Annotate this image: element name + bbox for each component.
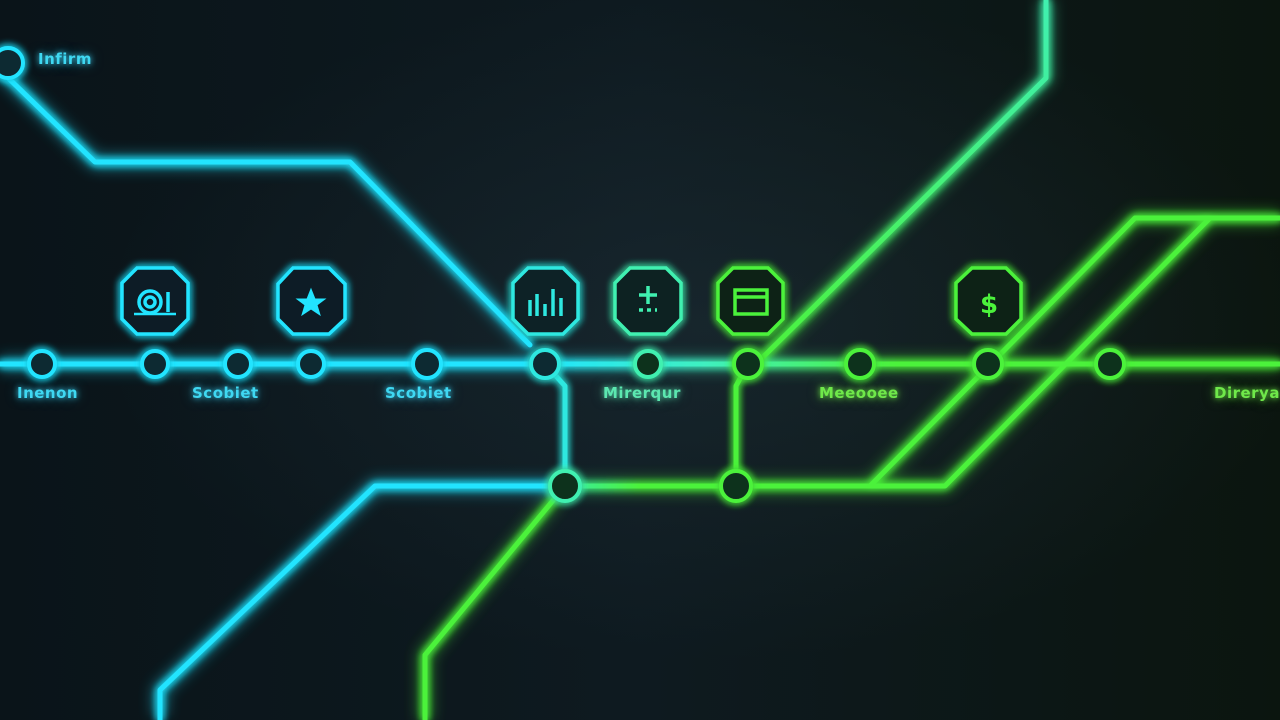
station-layer [0, 46, 1126, 503]
lower-left-cyan-line [157, 483, 568, 720]
station-node-7[interactable] [633, 349, 663, 379]
label-station-5: Meeooee [819, 384, 899, 402]
station-node-lower-1[interactable] [548, 469, 582, 503]
station-node-4[interactable] [296, 349, 326, 379]
label-top-left: Infirm [38, 50, 92, 68]
station-node-11[interactable] [1094, 348, 1126, 380]
dollar-icon[interactable]: $ [954, 266, 1023, 336]
label-station-3: Scobiet [385, 384, 452, 402]
window-icon[interactable] [716, 266, 785, 336]
target-icon[interactable] [120, 266, 190, 336]
icon-layer: $ [120, 266, 1023, 336]
station-node-1[interactable] [27, 349, 57, 379]
top-right-diagonal-line [757, 0, 1049, 363]
station-node-top-left[interactable] [0, 46, 25, 80]
connector-left [542, 361, 568, 489]
station-node-9[interactable] [844, 348, 876, 380]
label-station-4: Mirerqur [603, 384, 681, 402]
plus-minus-icon[interactable] [613, 266, 683, 336]
svg-text:$: $ [980, 290, 998, 320]
star-icon[interactable] [276, 266, 347, 336]
station-node-10[interactable] [972, 348, 1004, 380]
label-station-6: Direrya [1214, 384, 1280, 402]
station-node-2[interactable] [140, 349, 170, 379]
station-node-3[interactable] [223, 349, 253, 379]
label-station-1: Inenon [17, 384, 79, 402]
connector-right [733, 361, 751, 489]
station-node-8[interactable] [732, 348, 764, 380]
station-node-lower-2[interactable] [719, 469, 753, 503]
lower-green-line [562, 215, 1280, 489]
label-station-2: Scobiet [192, 384, 259, 402]
station-node-5[interactable] [411, 348, 443, 380]
upper-cyan-line [0, 67, 533, 348]
parallel-green-line [867, 215, 1280, 489]
station-node-6[interactable] [529, 348, 561, 380]
bottom-green-branch [422, 483, 568, 720]
bar-chart-icon[interactable] [511, 266, 580, 336]
